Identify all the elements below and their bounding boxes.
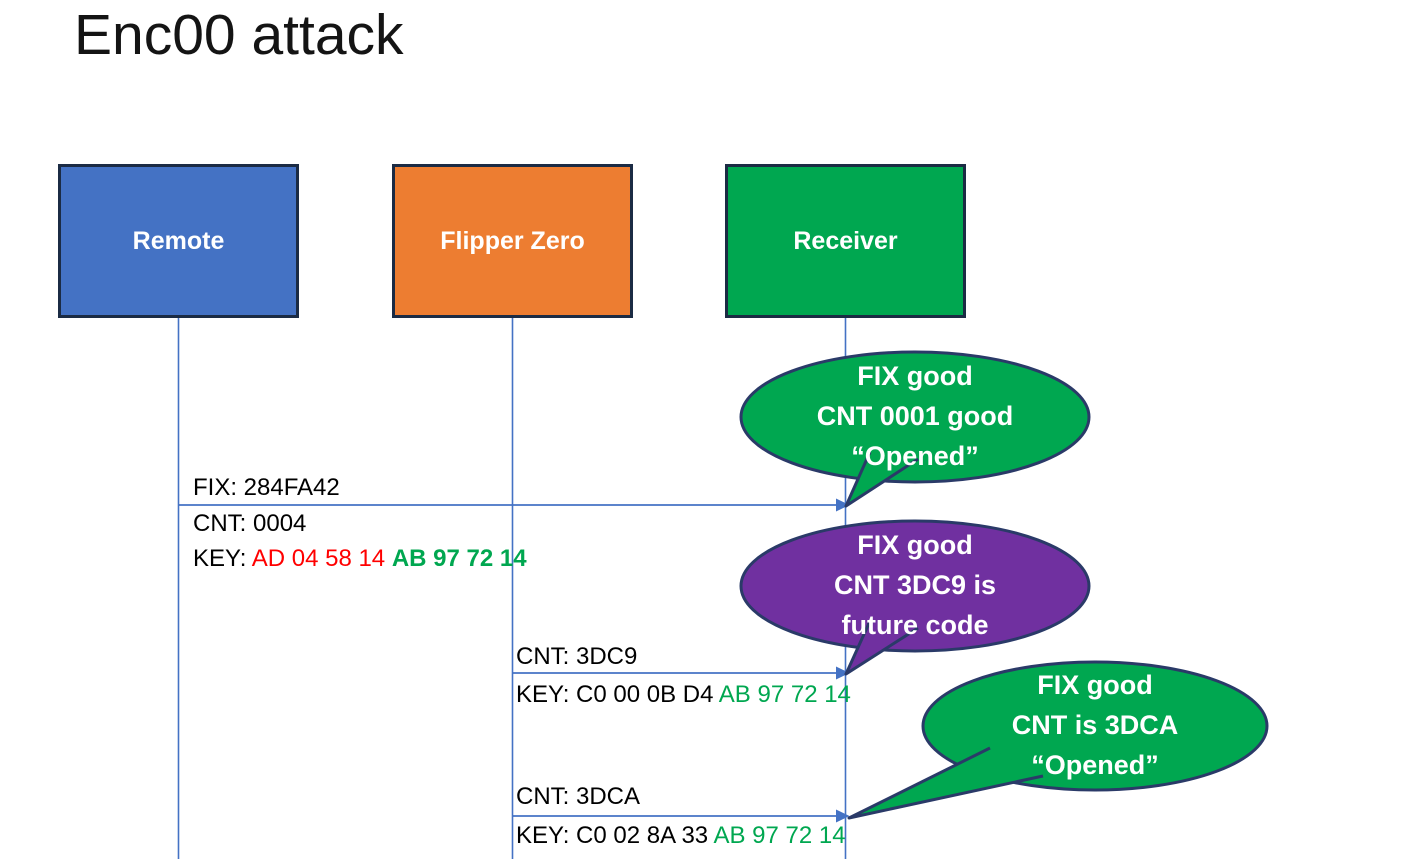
speech-bubble-3-ellipse [921,660,1269,792]
speech-bubble-3-line-1: FIX good [1037,670,1153,700]
actor-box-flipper-zero: Flipper Zero [392,164,633,318]
actor-box-receiver: Receiver [725,164,966,318]
actor-box-remote: Remote [58,164,299,318]
speech-bubble-2-line-3: future code [841,610,989,640]
speech-bubble-1-tail [844,451,919,508]
speech-bubble-2-line-1: FIX good [857,530,973,560]
actor-label-remote: Remote [132,226,225,255]
message-3-cnt-label: CNT: 3DCA [516,783,641,810]
arrowhead-message-1 [836,498,850,512]
message-3-key-label: KEY: C0 02 8A 33 AB 97 72 14 [516,821,846,851]
arrowhead-message-2 [836,666,850,680]
message-3-key-fixed-part: AB 97 72 14 [713,822,846,849]
actor-label-receiver: Receiver [793,226,898,255]
message-1-key-fixed-part: AB 97 72 14 [391,545,527,572]
message-2-cnt-label: CNT: 3DC9 [516,643,638,670]
speech-bubble-1-text: FIX good CNT 0001 good “Opened” [735,356,1095,476]
speech-bubble-2-ellipse [739,519,1091,653]
message-1-key-prefix: KEY: [193,545,252,572]
speech-bubble-1-ellipse [739,350,1091,484]
message-1-key-rolling-part: AD 04 58 14 [251,545,392,572]
slide-title: Enc00 attack [74,3,404,67]
speech-bubble-1-line-3: “Opened” [851,441,979,471]
arrowhead-message-3 [836,809,850,823]
speech-bubble-3-tail [847,746,1044,820]
speech-bubble-3-line-2: CNT is 3DCA [1011,710,1179,740]
speech-bubble-1-line-2: CNT 0001 good [816,401,1014,431]
actor-label-flipper-zero: Flipper Zero [440,226,585,255]
message-1-cnt-label: CNT: 0004 [193,510,307,537]
speech-bubble-2-line-2: CNT 3DC9 is [833,570,997,600]
speech-bubble-3-line-3: “Opened” [1031,750,1159,780]
message-2-key-label: KEY: C0 00 0B D4 AB 97 72 14 [516,680,851,710]
speech-bubble-2-tail [844,620,919,676]
speech-bubble-1-line-1: FIX good [857,361,973,391]
speech-bubble-3-text: FIX good CNT is 3DCA “Opened” [915,665,1275,785]
message-3-key-head: KEY: C0 02 8A 33 [516,822,714,849]
message-1-fix-label: FIX: 284FA42 [193,474,340,501]
message-2-key-head: KEY: C0 00 0B D4 [516,681,719,708]
message-1-key-label: KEY: AD 04 58 14 AB 97 72 14 [193,544,527,574]
speech-bubble-2-text: FIX good CNT 3DC9 is future code [735,525,1095,645]
message-2-key-fixed-part: AB 97 72 14 [718,681,851,708]
